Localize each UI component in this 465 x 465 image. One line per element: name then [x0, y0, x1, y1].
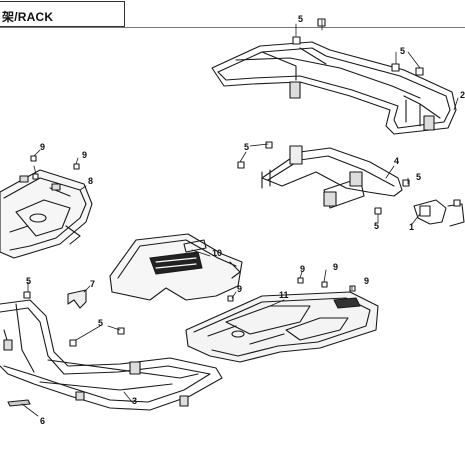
callout-8: 8 — [88, 176, 93, 186]
front-rack-frame — [0, 299, 223, 411]
callout-5: 5 — [400, 46, 405, 56]
callout-6: 6 — [40, 416, 45, 426]
callout-5: 5 — [26, 276, 31, 286]
callout-11: 11 — [279, 290, 289, 300]
mounting-clip — [67, 289, 87, 309]
callout-5: 5 — [244, 142, 249, 152]
callout-7: 7 — [90, 279, 95, 289]
callout-5: 5 — [298, 14, 303, 24]
callout-9: 9 — [300, 264, 305, 274]
callout-10: 10 — [212, 248, 222, 258]
callout-4: 4 — [394, 156, 399, 166]
callout-labels: 5 5 2 5 4 5 5 1 9 9 8 10 5 7 9 9 9 9 11 … — [26, 14, 465, 426]
callout-3: 3 — [132, 396, 137, 406]
rack-side-bracket — [261, 145, 403, 209]
center-cover-panel — [109, 233, 243, 301]
callout-2: 2 — [460, 90, 465, 100]
bolt-fastener — [237, 141, 461, 215]
callout-1: 1 — [409, 222, 414, 232]
callout-9: 9 — [237, 284, 242, 294]
front-rack-cover — [0, 169, 93, 259]
leader-lines — [21, 19, 459, 417]
title-box: 架/RACK — [0, 1, 125, 27]
callout-9: 9 — [364, 276, 369, 286]
screw-fastener — [227, 277, 356, 302]
callout-9: 9 — [40, 142, 45, 152]
rear-rack-frame — [211, 41, 457, 135]
title-divider — [0, 27, 465, 28]
callout-5: 5 — [416, 172, 421, 182]
callout-5: 5 — [374, 221, 379, 231]
screw-fastener — [30, 155, 80, 180]
callout-5: 5 — [98, 318, 103, 328]
bolt-fastener — [23, 291, 125, 347]
bolt-fastener — [292, 18, 424, 76]
reflector-strip — [7, 399, 31, 407]
diagram-title: 架/RACK — [2, 10, 54, 24]
callout-9: 9 — [333, 262, 338, 272]
callout-9: 9 — [82, 150, 87, 160]
rear-cover-panel — [185, 291, 379, 363]
